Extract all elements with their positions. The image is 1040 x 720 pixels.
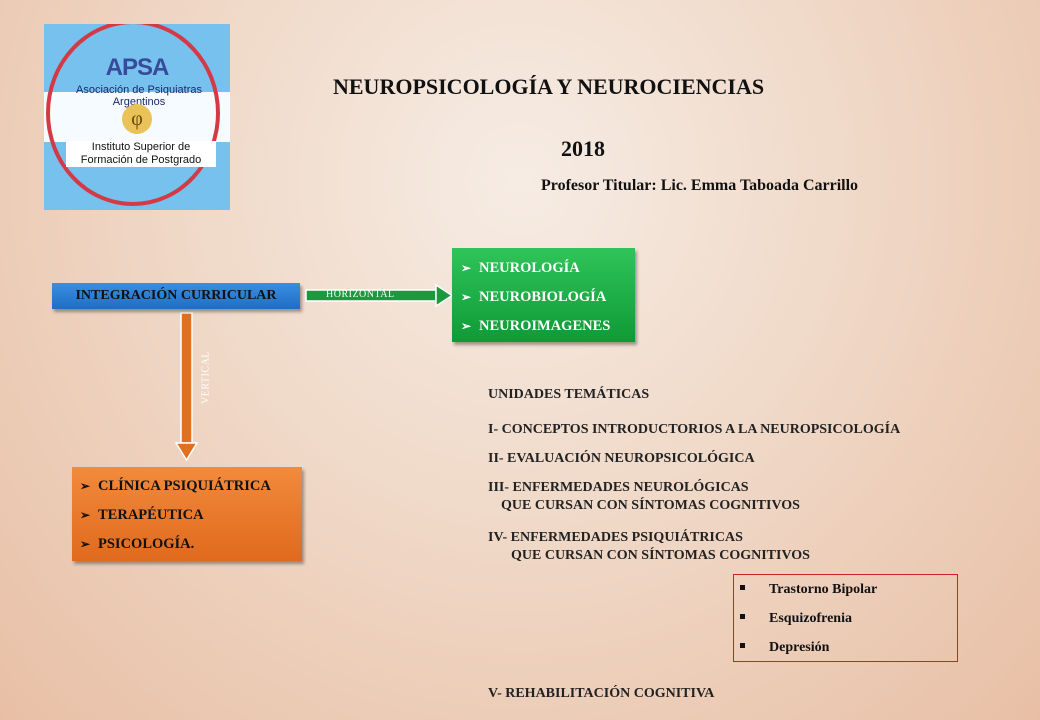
chevron-right-icon: ➢ [80,508,91,522]
unit-3-line1: III- ENFERMEDADES NEUROLÓGICAS [488,480,749,495]
phi-icon: φ [122,104,152,134]
logo-ring [46,24,220,206]
list-item: ➢PSICOLOGÍA. [80,530,302,559]
year: 2018 [561,136,605,161]
horizontal-items-box: ➢NEUROLOGÍA ➢NEUROBIOLOGÍA ➢NEUROIMAGENE… [452,248,635,342]
unit-5: V- REHABILITACIÓN COGNITIVA [488,686,715,701]
vertical-label: VERTICAL [200,351,212,404]
page-title: NEUROPSICOLOGÍA Y NEUROCIENCIAS [333,74,765,99]
list-item: ➢NEUROLOGÍA [461,254,635,283]
vertical-items-box: ➢CLÍNICA PSIQUIÁTRICA ➢TERAPÉUTICA ➢PSIC… [72,467,302,561]
chevron-right-icon: ➢ [80,537,91,551]
horizontal-label: HORIZONTAL [326,289,395,300]
list-item: ➢NEUROIMAGENES [461,312,635,341]
apsa-logo: APSA Asociación de Psiquiatras Argentino… [44,24,230,210]
unit-2: II- EVALUACIÓN NEUROPSICOLÓGICA [488,451,755,466]
integracion-curricular-node: INTEGRACIÓN CURRICULAR [52,283,300,309]
chevron-right-icon: ➢ [80,479,91,493]
units-heading: UNIDADES TEMÁTICAS [488,387,650,402]
horizontal-arrow [305,283,454,308]
logo-institute-name: Instituto Superior de Formación de Postg… [66,141,216,167]
unit-4-line1: IV- ENFERMEDADES PSIQUIÁTRICAS [488,530,743,545]
professor: Profesor Titular: Lic. Emma Taboada Carr… [541,177,859,194]
unit-3-line2: QUE CURSAN CON SÍNTOMAS COGNITIVOS [501,498,800,513]
list-item: ➢NEUROBIOLOGÍA [461,283,635,312]
list-item: Depresión [740,639,957,668]
psychiatric-conditions-box: Trastorno Bipolar Esquizofrenia Depresió… [733,574,958,662]
square-bullet-icon [740,643,745,649]
chevron-right-icon: ➢ [461,319,472,333]
chevron-right-icon: ➢ [461,290,472,304]
logo-monogram: APSA [105,54,170,81]
logo-association-name: Asociación de Psiquiatras Argentinos [76,84,202,108]
list-item: Trastorno Bipolar [740,581,957,610]
unit-1: I- CONCEPTOS INTRODUCTORIOS A LA NEUROPS… [488,422,901,437]
vertical-arrow [174,312,199,462]
unit-4-line2: QUE CURSAN CON SÍNTOMAS COGNITIVOS [511,548,810,563]
square-bullet-icon [740,614,745,620]
list-item: ➢TERAPÉUTICA [80,501,302,530]
square-bullet-icon [740,585,745,591]
list-item: ➢CLÍNICA PSIQUIÁTRICA [80,472,302,501]
list-item: Esquizofrenia [740,610,957,639]
chevron-right-icon: ➢ [461,261,472,275]
